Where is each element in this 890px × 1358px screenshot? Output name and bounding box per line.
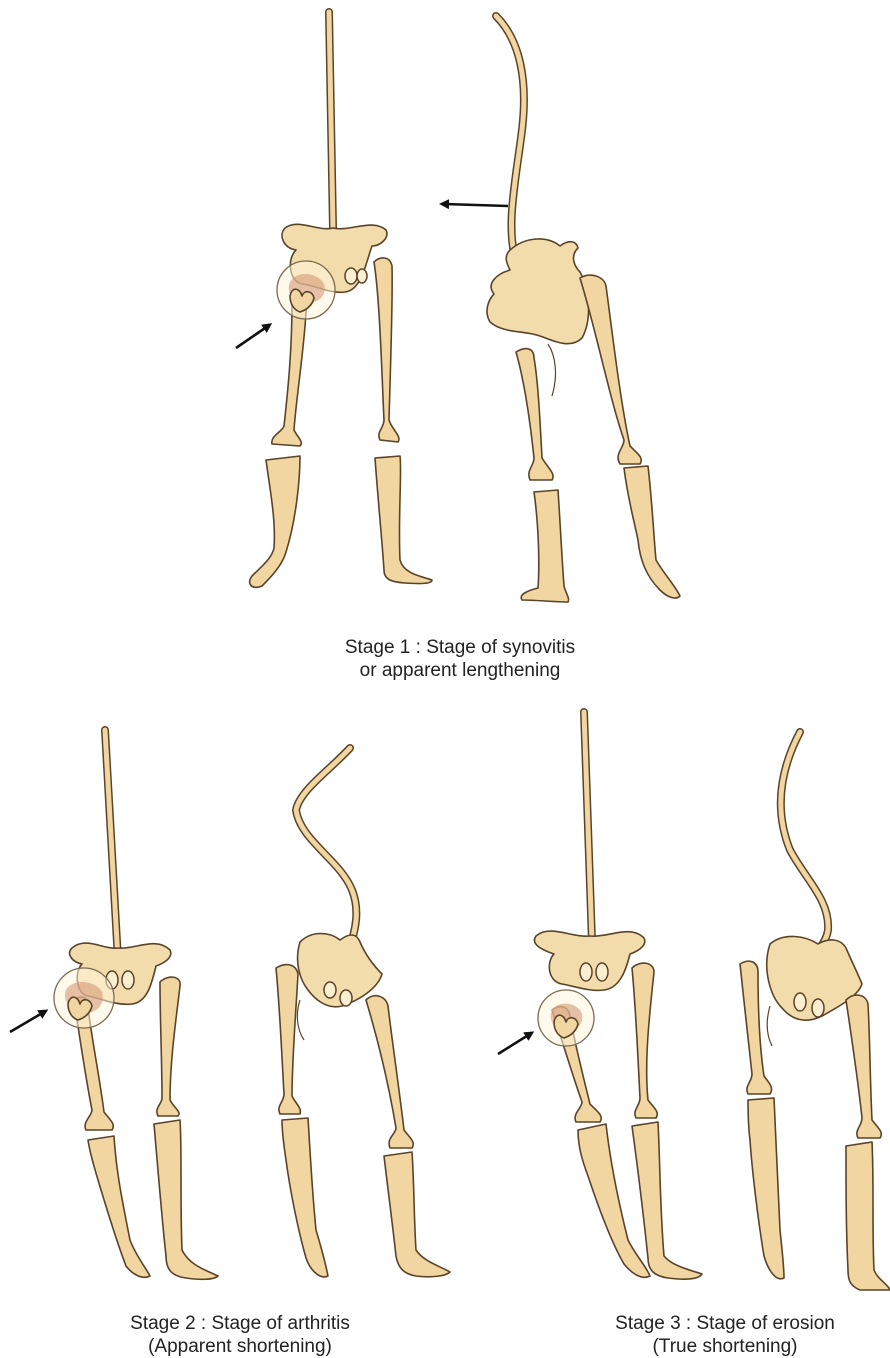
stage2-caption: Stage 2 : Stage of arthritis (Apparent s… (50, 1312, 430, 1358)
stage3-caption: Stage 3 : Stage of erosion (True shorten… (530, 1312, 890, 1358)
stage2-lateral-skeleton (276, 748, 450, 1277)
arrow-icon (10, 1012, 44, 1032)
stage2-illustration (10, 730, 450, 1279)
stage3-illustration (498, 712, 890, 1290)
stage3-front-pelvis (534, 931, 644, 990)
stage1-front-skeleton (250, 12, 432, 587)
stage3-caption-line1: Stage 3 : Stage of erosion (530, 1312, 890, 1335)
arrow-icon (498, 1034, 530, 1054)
stage2-caption-line2: (Apparent shortening) (50, 1335, 430, 1358)
stage2-caption-line1: Stage 2 : Stage of arthritis (50, 1312, 430, 1335)
stage1-caption: Stage 1 : Stage of synovitis or apparent… (245, 636, 675, 682)
stage3-caption-line2: (True shortening) (530, 1335, 890, 1358)
stage1-lateral-pelvis (487, 239, 589, 344)
stage3-front-skeleton (534, 712, 702, 1279)
stage1-caption-line1: Stage 1 : Stage of synovitis (245, 636, 675, 659)
arrow-icon (444, 204, 508, 206)
stage3-lateral-skeleton (740, 732, 890, 1290)
arrow-icon (236, 326, 268, 348)
stage1-illustration (236, 12, 680, 602)
stage2-front-skeleton (54, 730, 218, 1279)
stage1-lateral-skeleton (487, 16, 680, 602)
stage1-caption-line2: or apparent lengthening (245, 659, 675, 682)
